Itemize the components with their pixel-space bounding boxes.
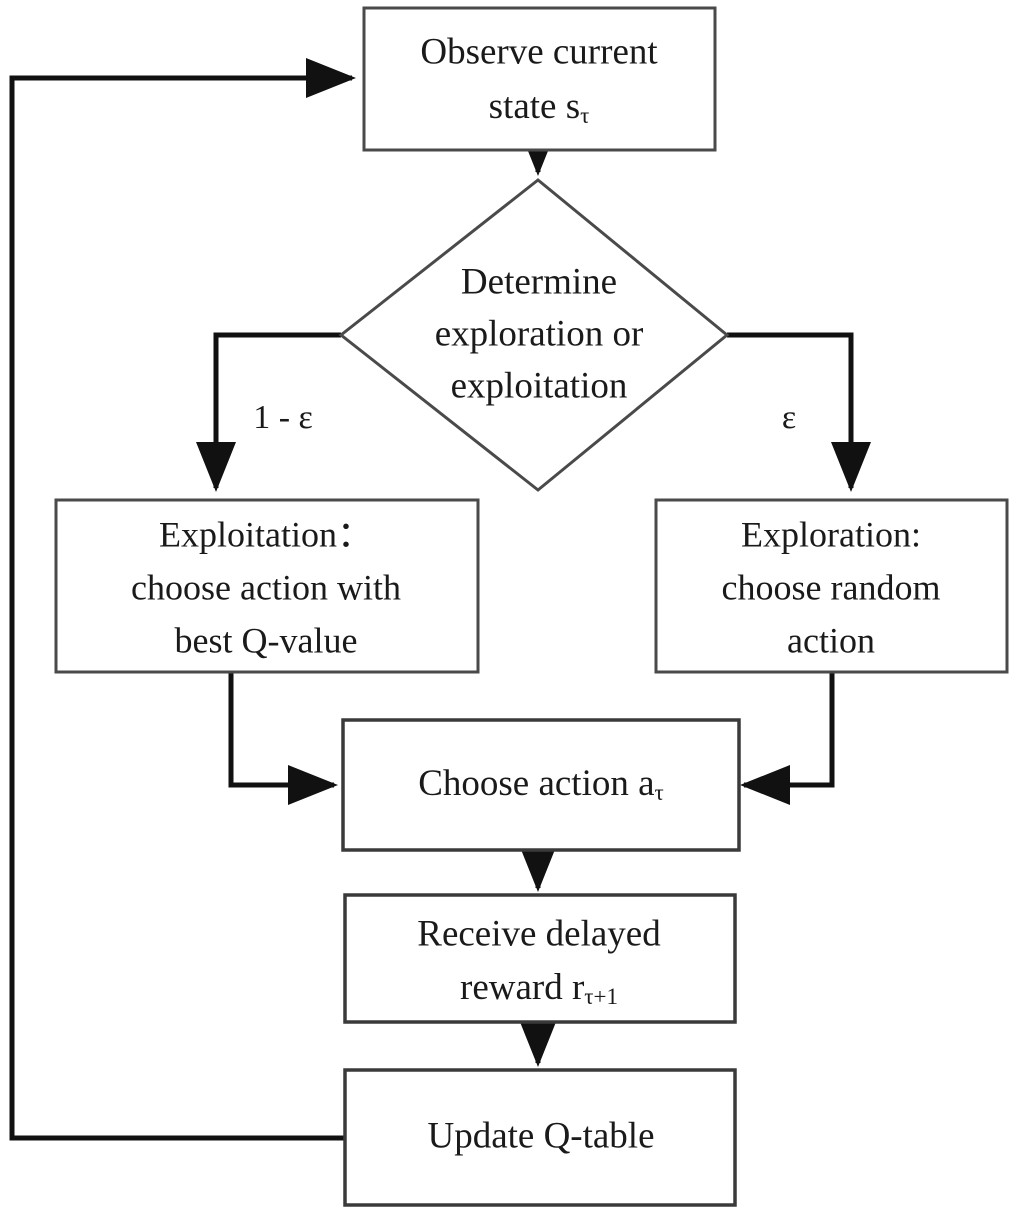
node-receive-reward-line2: reward rτ+1 [460, 967, 618, 1009]
node-exploitation-line3: best Q-value [175, 620, 358, 660]
node-receive-reward-box [343, 893, 737, 1024]
node-receive-reward-main: reward r [460, 967, 584, 1008]
edge-decision-to-exploration [727, 332, 871, 493]
node-decision-line3: exploitation [451, 365, 628, 406]
node-choose-action-main: Choose action a [418, 763, 654, 804]
edge-decision-to-exploitation [196, 332, 341, 493]
node-observe-state-line2-subscript: τ [580, 103, 589, 128]
node-observe-state-box [362, 6, 717, 152]
node-decision-line1: Determine [461, 261, 617, 302]
edge-label-exploration-branch: ε [782, 399, 796, 436]
node-observe-state-line2-main: state s [489, 86, 580, 127]
node-exploitation-box [54, 498, 480, 674]
node-decision-diamond [338, 178, 730, 492]
edge-exploration-to-choose [739, 672, 835, 805]
node-update-qtable-line1: Update Q-table [427, 1115, 654, 1156]
node-exploration-line1: Exploration: [741, 514, 921, 554]
node-receive-reward-subscript: τ+1 [584, 984, 618, 1009]
node-update-qtable-box [343, 1068, 737, 1207]
node-choose-action-line1: Choose action aτ [418, 763, 664, 805]
node-choose-action-subscript: τ [655, 780, 664, 805]
node-observe-state-line1: Observe current [420, 31, 658, 72]
edge-label-exploitation-branch: 1 - ε [253, 399, 313, 436]
node-exploration-line3: action [787, 620, 875, 660]
edge-update-to-observe [9, 58, 357, 1141]
node-exploitation-line1: Exploitation： [159, 514, 373, 554]
node-observe-state-line2: state sτ [489, 86, 590, 128]
node-choose-action-box [341, 718, 741, 852]
node-exploration-line2: choose random [722, 567, 941, 607]
node-exploration-box [654, 498, 1009, 674]
node-receive-reward-line1: Receive delayed [417, 913, 661, 954]
node-exploitation-line2: choose action with [131, 567, 401, 607]
edge-exploitation-to-choose [228, 672, 339, 805]
node-decision-line2: exploration or [435, 313, 644, 354]
